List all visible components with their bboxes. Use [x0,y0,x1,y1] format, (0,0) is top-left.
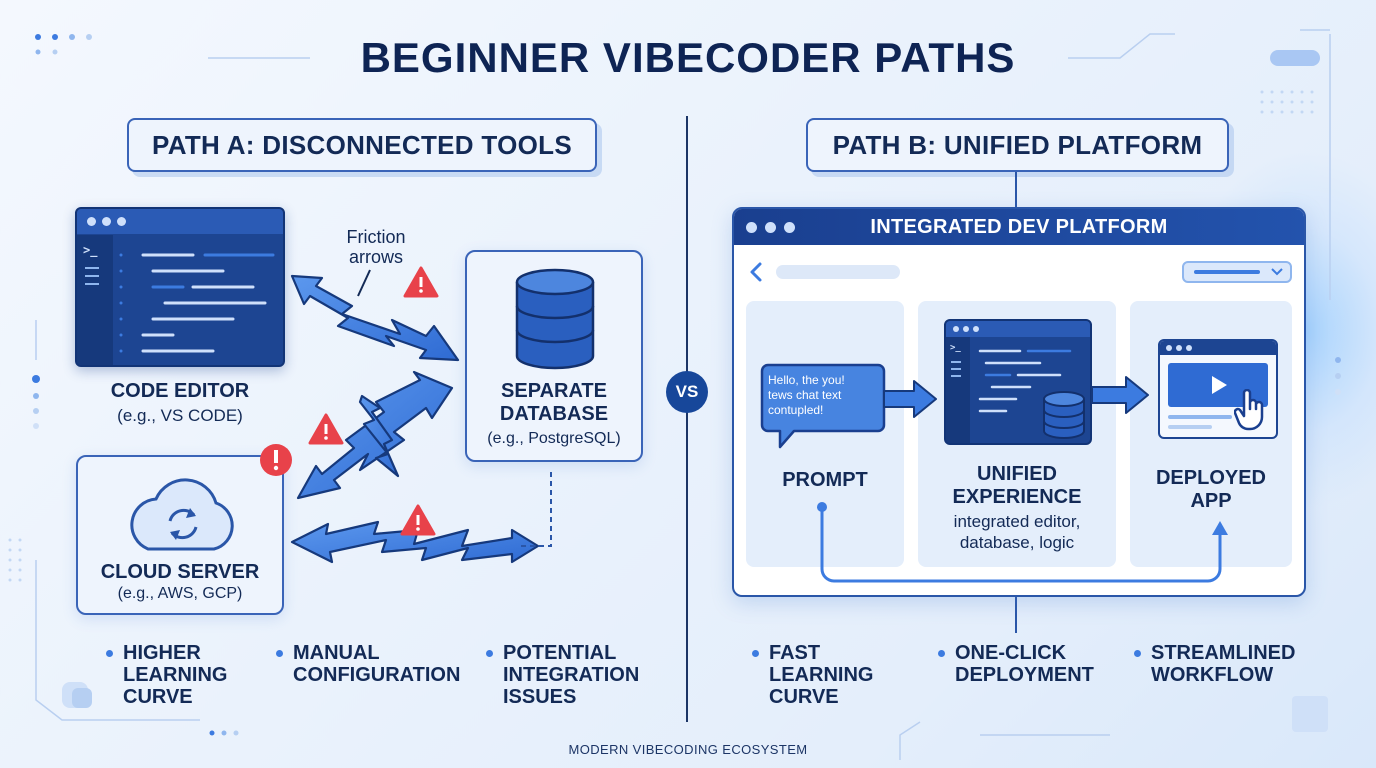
code-lines [119,253,275,353]
flow-arrow-prompt-editor [883,380,937,418]
warning-icon [403,266,439,298]
mini-editor-sidebar: >_ [946,337,970,443]
center-divider [686,116,688,722]
footer-caption: MODERN VIBECODING ECOSYSTEM [568,742,808,757]
window-controls [77,209,283,234]
friction-arrow-editor-db [290,274,460,362]
database-example: (e.g., PostgreSQL) [487,430,621,447]
bullet-higher-learning-curve: HIGHER LEARNING CURVE [106,642,227,708]
bottom-connector [1015,597,1017,633]
hand-cursor-icon [1234,389,1264,431]
unified-description: integrated editor, database, logic [953,512,1081,552]
bullet-manual-configuration: MANUAL CONFIGURATION [276,642,460,686]
terminal-prompt-icon: >_ [83,243,98,257]
window-controls [946,321,1090,337]
database-icon [515,268,595,370]
warning-icon [308,413,344,445]
back-chevron-icon[interactable] [748,261,764,283]
feedback-loop [820,509,1222,583]
code-editor-caption: CODE EDITOR (e.g., VS CODE) [75,380,285,426]
friction-arrows [260,266,552,564]
dropdown-chevron-icon [1271,268,1283,276]
prompt-panel [746,301,904,567]
mini-editor-window: >_ [944,319,1092,445]
environment-dropdown[interactable] [1182,261,1292,283]
path-a-heading: PATH A: DISCONNECTED TOOLS [127,118,597,172]
editor-sidebar: >_ [77,235,113,365]
code-editor-example: (e.g., VS CODE) [117,406,243,425]
play-icon[interactable] [1206,373,1230,397]
unified-label: UNIFIED EXPERIENCE [952,463,1082,508]
friction-pointer [357,269,371,297]
path-b-heading: PATH B: UNIFIED PLATFORM [806,118,1229,172]
heading-connector [1015,172,1017,208]
window-controls [746,221,795,233]
platform-title: INTEGRATED DEV PLATFORM [870,215,1168,238]
flow-arrows [817,376,1228,583]
friction-arrow-cloud-bottom [290,520,540,564]
deployed-label: DEPLOYED APP [1155,467,1267,512]
cloud-sync-icon [130,478,234,551]
code-editor-label: CODE EDITOR [110,380,250,402]
warning-icon [260,444,292,476]
chat-bubble-icon [760,363,886,449]
chat-text: Hello, the you! tews chat text contupled… [768,373,845,417]
warning-icon [400,504,436,536]
page-title: BEGINNER VIBECODER PATHS [360,34,1016,81]
bullet-streamlined-workflow: STREAMLINED WORKFLOW [1134,642,1295,686]
database-card: SEPARATE DATABASE (e.g., PostgreSQL) [465,250,643,462]
terminal-prompt-icon: >_ [950,343,961,353]
database-label: SEPARATE DATABASE [499,380,609,425]
code-editor-window: >_ [75,207,285,367]
cloud-server-example: (e.g., AWS, GCP) [117,585,243,602]
friction-arrow-mid [358,394,400,478]
mini-code-lines [978,349,1085,439]
friction-note: Friction arrows [346,227,406,267]
address-bar[interactable] [776,265,900,279]
video-player[interactable] [1168,363,1268,407]
window-controls [1160,341,1276,355]
bullet-fast-learning-curve: FAST LEARNING CURVE [752,642,873,708]
platform-title-bar: INTEGRATED DEV PLATFORM [734,209,1304,245]
prompt-label: PROMPT [782,469,868,491]
integrated-platform-window: INTEGRATED DEV PLATFORM Hello, the you! … [732,207,1306,597]
vs-badge: VS [666,371,708,413]
cloud-server-label: CLOUD SERVER [100,561,260,583]
cloud-server-card: CLOUD SERVER (e.g., AWS, GCP) [76,455,284,615]
bullet-potential-integration-issues: POTENTIAL INTEGRATION ISSUES [486,642,639,708]
bullet-one-click-deployment: ONE-CLICK DEPLOYMENT [938,642,1094,686]
dashed-connector [520,472,552,547]
flow-arrow-editor-app [1091,376,1149,414]
